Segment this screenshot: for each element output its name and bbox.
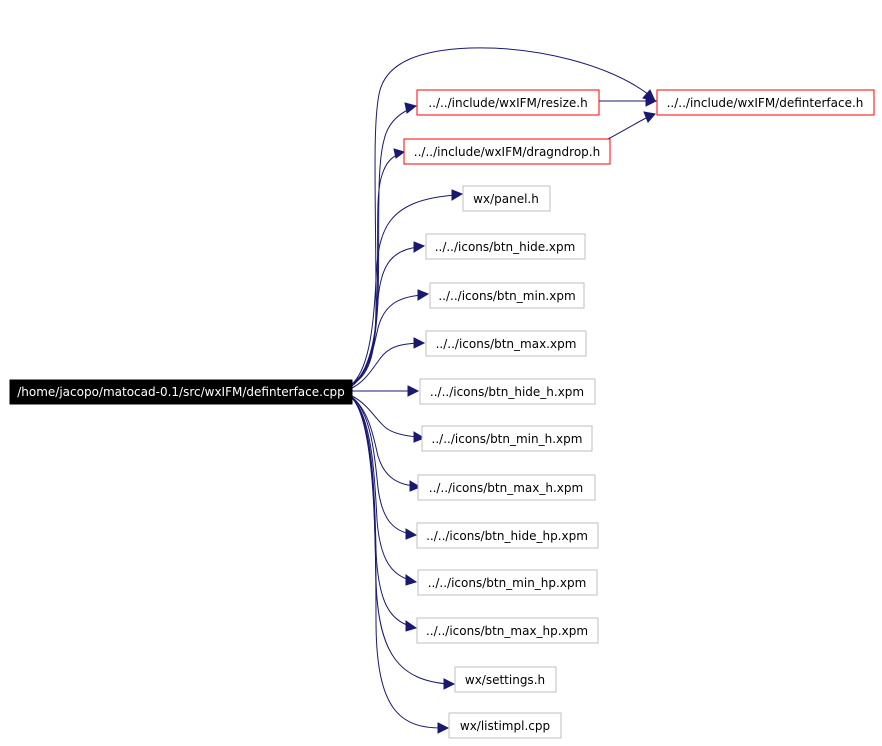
node-btn-min-label: ../../icons/btn_min.xpm <box>438 289 575 303</box>
edge-dragndrop-to-definterface-h <box>605 111 656 141</box>
node-settings-label: wx/settings.h <box>465 673 545 687</box>
edge-root-to-btn-max-hp <box>351 397 418 632</box>
node-btn-max[interactable]: ../../icons/btn_max.xpm <box>425 330 587 357</box>
node-btn-hide[interactable]: ../../icons/btn_hide.xpm <box>425 233 586 260</box>
edge-root-to-btn-min-h <box>351 395 426 443</box>
node-listimpl[interactable]: wx/listimpl.cpp <box>448 712 562 739</box>
edge-root-to-dragndrop <box>351 148 406 385</box>
edge-resize-to-definterface-h <box>599 95 658 107</box>
node-btn-hide-h[interactable]: ../../icons/btn_hide_h.xpm <box>419 378 596 405</box>
node-dragndrop-label: ../../include/wxIFM/dragndrop.h <box>414 145 600 159</box>
node-btn-min-h-label: ../../icons/btn_min_h.xpm <box>432 432 583 446</box>
node-resize[interactable]: ../../include/wxIFM/resize.h <box>416 89 600 116</box>
edge-root-to-btn-min-hp <box>351 397 418 586</box>
edge-root-to-btn-max <box>351 337 426 389</box>
node-btn-max-h[interactable]: ../../icons/btn_max_h.xpm <box>417 474 596 501</box>
node-btn-min-h[interactable]: ../../icons/btn_min_h.xpm <box>421 425 593 452</box>
node-settings[interactable]: wx/settings.h <box>454 666 557 693</box>
edge-root-to-listimpl <box>351 397 450 734</box>
node-btn-min-hp[interactable]: ../../icons/btn_min_hp.xpm <box>417 569 598 596</box>
node-btn-max-h-label: ../../icons/btn_max_h.xpm <box>429 481 583 495</box>
node-panel[interactable]: wx/panel.h <box>462 185 551 212</box>
node-root-label: /home/jacopo/matocad-0.1/src/wxIFM/defin… <box>17 385 345 399</box>
node-definterface-h[interactable]: ../../include/wxIFM/definterface.h <box>656 89 875 116</box>
node-btn-max-label: ../../icons/btn_max.xpm <box>436 337 577 351</box>
edge-root-to-btn-min <box>351 289 430 387</box>
node-btn-max-hp-label: ../../icons/btn_max_hp.xpm <box>426 624 588 638</box>
edge-root-to-btn-max-h <box>351 396 422 492</box>
node-panel-label: wx/panel.h <box>473 192 539 206</box>
node-root[interactable]: /home/jacopo/matocad-0.1/src/wxIFM/defin… <box>9 379 353 405</box>
node-btn-min[interactable]: ../../icons/btn_min.xpm <box>429 282 585 309</box>
node-btn-hide-h-label: ../../icons/btn_hide_h.xpm <box>430 385 584 399</box>
node-dragndrop[interactable]: ../../include/wxIFM/dragndrop.h <box>403 138 611 165</box>
edge-root-to-btn-hide-hp <box>351 396 418 540</box>
edge-root-to-btn-hide <box>351 241 426 387</box>
node-btn-min-hp-label: ../../icons/btn_min_hp.xpm <box>428 576 587 590</box>
edge-root-to-btn-hide-h <box>352 385 420 397</box>
node-definterface-h-label: ../../include/wxIFM/definterface.h <box>667 96 864 110</box>
node-btn-max-hp[interactable]: ../../icons/btn_max_hp.xpm <box>416 617 599 644</box>
node-btn-hide-hp[interactable]: ../../icons/btn_hide_hp.xpm <box>416 522 599 549</box>
node-listimpl-label: wx/listimpl.cpp <box>460 719 550 733</box>
node-btn-hide-label: ../../icons/btn_hide.xpm <box>435 240 576 254</box>
node-resize-label: ../../include/wxIFM/resize.h <box>428 96 587 110</box>
node-btn-hide-hp-label: ../../icons/btn_hide_hp.xpm <box>426 529 588 543</box>
edge-root-to-panel <box>351 189 464 385</box>
